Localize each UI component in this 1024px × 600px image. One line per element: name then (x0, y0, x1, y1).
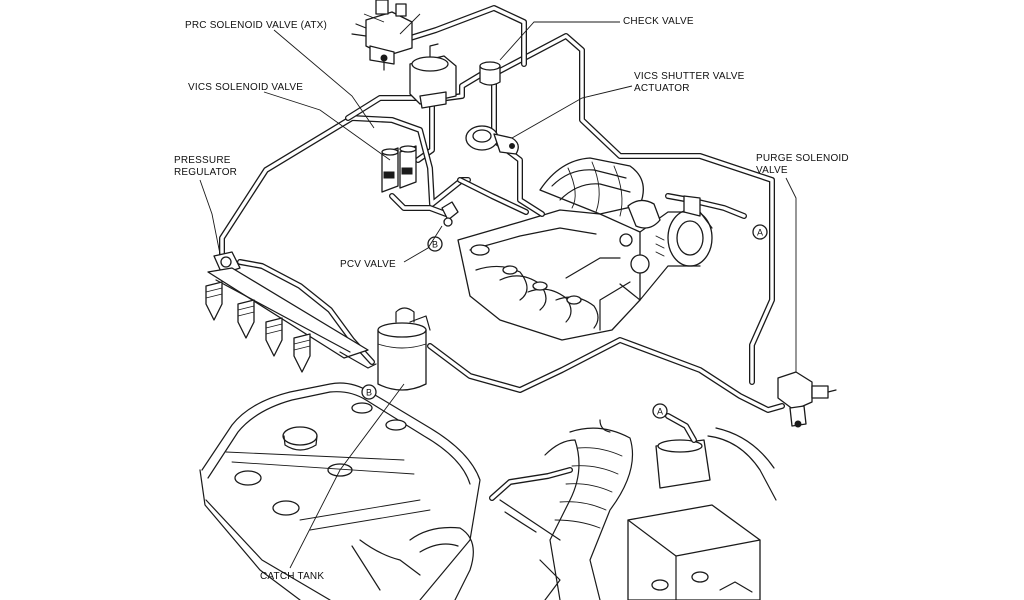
throttle-hose-part (683, 195, 701, 217)
svg-text:B: B (366, 388, 372, 398)
vics-shutter-actuator-part (465, 125, 519, 155)
marker-a-lower: A (652, 403, 668, 419)
prc-solenoid-part (409, 43, 457, 109)
label-purge-solenoid-1: PURGE SOLENOID (756, 153, 849, 164)
purge-solenoid-part (777, 371, 837, 428)
label-pcv-valve: PCV VALVE (340, 259, 396, 270)
pcv-valve-part (441, 201, 459, 227)
label-purge-solenoid-2: VALVE (756, 165, 788, 176)
catch-tank-part (377, 307, 431, 391)
label-prc-solenoid: PRC SOLENOID VALVE (ATX) (185, 20, 327, 31)
leader-purge-solenoid (785, 177, 797, 372)
intake-manifold (457, 157, 713, 341)
vics-solenoid-part (381, 145, 417, 193)
label-vics-shutter-2: ACTUATOR (634, 83, 690, 94)
leader-pressure-regulator (199, 179, 221, 255)
label-pressure-regulator-1: PRESSURE (174, 155, 231, 166)
top-valve-cluster (351, 0, 413, 71)
callout-labels: PRC SOLENOID VALVE (ATX) CHECK VALVE VIC… (174, 16, 849, 582)
svg-text:A: A (757, 228, 763, 238)
svg-text:A: A (657, 407, 663, 417)
leader-pcv (403, 225, 443, 263)
label-pressure-regulator-2: REGULATOR (174, 167, 237, 178)
label-vics-solenoid: VICS SOLENOID VALVE (188, 82, 303, 93)
fuel-rail-injectors (205, 267, 377, 373)
svg-text:B: B (432, 240, 438, 250)
label-check-valve: CHECK VALVE (623, 16, 694, 27)
marker-b-catch-tank: B (361, 384, 377, 400)
leader-check-valve (499, 21, 620, 61)
leader-vics-shutter (511, 85, 633, 139)
check-valve-part (479, 61, 501, 86)
leader-catch-tank (289, 383, 405, 569)
leader-prc (273, 29, 375, 129)
marker-a-upper: A (752, 224, 768, 240)
leader-lines (199, 13, 797, 569)
label-catch-tank: CATCH TANK (260, 571, 324, 582)
label-vics-shutter-1: VICS SHUTTER VALVE (634, 71, 745, 82)
engine-block-lower (199, 382, 777, 600)
leader-vics-solenoid (263, 91, 391, 161)
